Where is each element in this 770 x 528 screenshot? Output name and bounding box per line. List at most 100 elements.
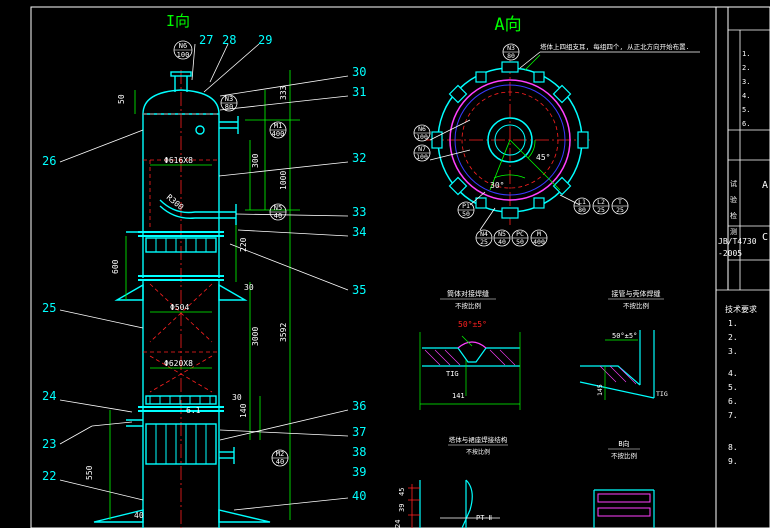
tag-n5-name: N5 [274, 204, 282, 212]
weld-b-angle: 50°±5° [612, 332, 637, 340]
detail-b-title: B向 [618, 439, 629, 448]
detail-b-view: B向 不按比例 [593, 439, 655, 528]
tag-l1-name: L1 [578, 198, 586, 206]
weld-b-tig: TIG [656, 390, 668, 398]
weld-a-angle: 50°±5° [458, 320, 487, 329]
tag-p1-size: 50 [462, 210, 470, 218]
top-view-text: A向 塔体上四组支耳, 每组四个, 从正北方向开始布置. 45° 30° N3 … [413, 15, 690, 247]
balloon-36: 36 [352, 399, 366, 413]
detail-b-scale: 不按比例 [611, 451, 637, 460]
tag-n5-size: 40 [274, 212, 282, 220]
weld-b-d: 145 [596, 384, 604, 396]
balloon-33: 33 [352, 205, 366, 219]
tech-item-5: 5. [728, 383, 738, 392]
tag-t-size: 25 [616, 206, 624, 214]
detail-c-scale: 不按比例 [466, 448, 490, 456]
spec-std-1: JB/T4730 [718, 237, 757, 246]
dim-40: 40 [134, 511, 144, 520]
spec-code-6: 6. [742, 120, 750, 128]
nozzle-tags-front: N6 100 N3 80 N5 40 M1 400 M2 40 [173, 40, 289, 467]
spec-code-4: 4. [742, 92, 750, 100]
spec-code-2: 2. [742, 64, 750, 72]
dim-1000: 1000 [279, 171, 288, 190]
balloon-28: 28 [222, 33, 236, 47]
detail-c-d24: 24 [394, 520, 402, 528]
spec-code-5: 5. [742, 106, 750, 114]
right-spec-table: 1. 2. 3. 4. 5. 6. 试 验 检 测 JB/T4730 -2005… [716, 29, 770, 291]
balloon-38: 38 [352, 445, 366, 459]
tag-m-size: 400 [533, 238, 545, 246]
tag-n6b-name: N6 [418, 125, 426, 133]
front-dims: 50 333 300 1000 600 220 3000 3592 550 14… [85, 85, 288, 520]
weld-a-scale: 不按比例 [455, 301, 481, 310]
balloon-31: 31 [352, 85, 366, 99]
spec-grade-c: C [762, 232, 768, 243]
weld-b-title: 接管与壳体焊缝 [612, 289, 661, 298]
dim-140: 140 [239, 403, 248, 418]
spec-char-4: 测 [730, 228, 737, 236]
balloon-30: 30 [352, 65, 366, 79]
tech-item-7: 7. [728, 411, 738, 420]
dim-550: 550 [85, 465, 94, 480]
angle-45: 45° [536, 153, 550, 162]
dim-333: 333 [279, 85, 288, 100]
detail-skirt-weld: 塔体与裙座焊接结构 不按比例 45 39 24 PT-Ⅱ [394, 435, 508, 528]
tag-l1-size: 80 [578, 206, 586, 214]
dim-30: 30 [244, 283, 254, 292]
tag-top-n3-size: 80 [507, 52, 515, 60]
balloon-27: 27 [199, 33, 213, 47]
tag-m-name: M [537, 230, 541, 238]
balloon-34: 34 [352, 225, 366, 239]
dim-shell-620: Φ620X8 [164, 359, 193, 368]
dim-ring: 6.1 [186, 406, 201, 415]
dim-220: 220 [239, 237, 248, 252]
dim-3000: 3000 [251, 327, 260, 346]
balloon-32: 32 [352, 151, 366, 165]
balloon-37: 37 [352, 425, 366, 439]
tag-n4-size: 25 [480, 238, 488, 246]
tag-n6-name: N6 [179, 42, 187, 50]
tag-n3-name: N3 [225, 95, 233, 103]
tech-item-2: 2. [728, 333, 738, 342]
tag-m1-name: M1 [274, 122, 282, 130]
balloon-26: 26 [42, 154, 56, 168]
balloons-right: 30 31 32 33 34 35 36 37 38 39 40 [352, 65, 366, 503]
tag-n3-size: 80 [225, 103, 233, 111]
spec-grade-a: A [762, 180, 768, 191]
tech-item-4: 4. [728, 369, 738, 378]
dim-300: 300 [251, 153, 260, 168]
tag-l2-name: L2 [597, 198, 605, 206]
weld-detail-a: 筒体对接焊缝 不按比例 50°±5° TIG 141 [419, 289, 521, 410]
balloon-29: 29 [258, 33, 272, 47]
tech-item-3: 3. [728, 347, 738, 356]
vessel-front-view [59, 43, 349, 528]
tech-item-1: 1. [728, 319, 738, 328]
tech-item-9: 9. [728, 457, 738, 466]
dim-shell-616: Φ616X8 [164, 156, 193, 165]
tag-n7-size: 100 [416, 153, 428, 161]
tech-item-6: 6. [728, 397, 738, 406]
weld-detail-b: 接管与壳体焊缝 不按比例 50°±5° TIG 145 [579, 289, 668, 400]
tag-m2-size: 40 [276, 458, 284, 466]
spec-std-2: -2005 [718, 249, 742, 258]
tag-p1-name: P1 [462, 202, 470, 210]
tech-requirements: 技术要求 1. 2. 3. 4. 5. 6. 7. 8. 9. [725, 304, 757, 466]
detail-c-d45: 45 [398, 488, 406, 496]
dim-shell-504: Φ504 [170, 303, 189, 312]
detail-c-title: 塔体与裙座焊接结构 [449, 435, 508, 444]
dim-3592: 3592 [279, 323, 288, 342]
tag-n6b-size: 100 [416, 133, 428, 141]
tag-pc-name: PC [516, 230, 524, 238]
drawing-border [30, 6, 770, 528]
balloon-24: 24 [42, 389, 56, 403]
weld-b-scale: 不按比例 [623, 301, 649, 310]
tag-n7-name: N7 [418, 145, 426, 153]
balloon-39: 39 [352, 465, 366, 479]
weld-a-gap: 141 [452, 392, 465, 400]
tag-n5b-name: N5 [498, 230, 506, 238]
tag-n6-size: 100 [177, 51, 190, 59]
spec-char-1: 试 [730, 179, 737, 188]
tag-n4-name: N4 [480, 230, 488, 238]
detail-c-d39: 39 [398, 504, 406, 512]
